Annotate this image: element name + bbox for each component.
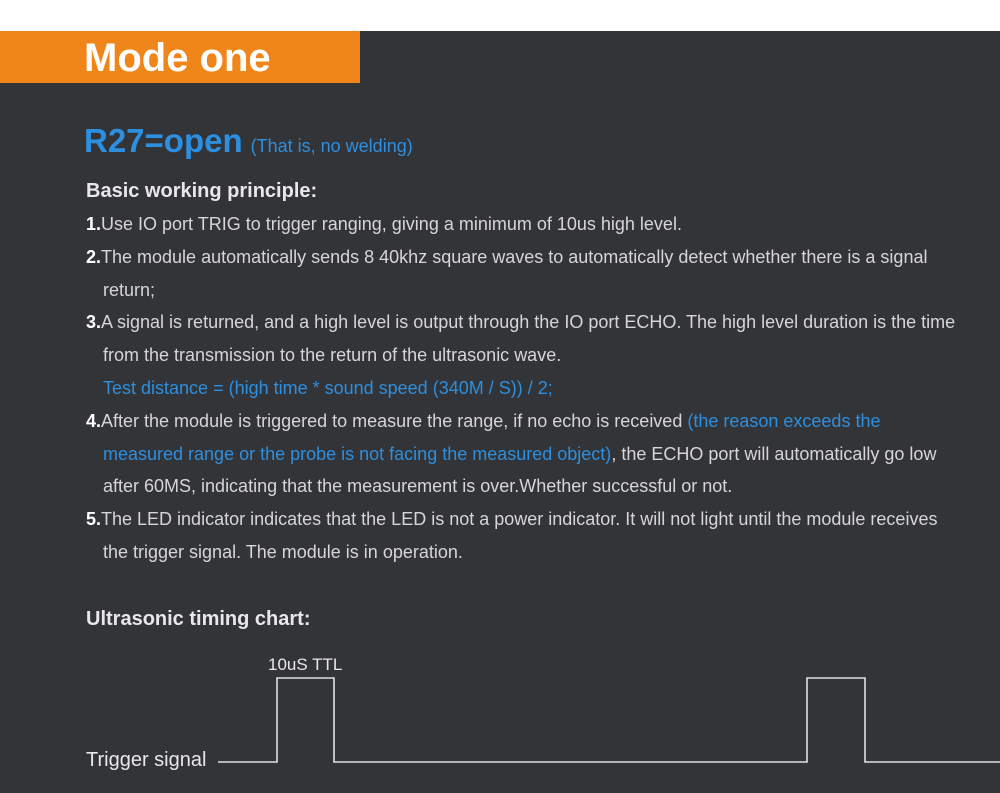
timing-chart-title: Ultrasonic timing chart: xyxy=(86,608,311,630)
item-text: Use IO port TRIG to trigger ranging, giv… xyxy=(101,214,682,234)
item-text: A signal is returned, and a high level i… xyxy=(101,312,956,366)
content-panel: Mode one R27=open (That is, no welding) B… xyxy=(0,31,1000,793)
item-number: 1. xyxy=(86,214,102,234)
resistor-heading: R27=open (That is, no welding) xyxy=(84,119,413,163)
principle-title: Basic working principle: xyxy=(86,180,318,202)
resistor-note: (That is, no welding) xyxy=(250,136,413,156)
distance-formula: Test distance = (high time * sound speed… xyxy=(103,377,553,398)
item-number: 3. xyxy=(86,312,102,333)
timing-chart: 10uS TTL Trigger signal xyxy=(0,641,1000,793)
item-text: The LED indicator indicates that the LED… xyxy=(101,509,938,562)
principle-item-4: 4.After the module is triggered to measu… xyxy=(86,405,956,503)
item-number: 2. xyxy=(86,246,102,267)
trigger-wave-line xyxy=(218,677,1000,763)
item-text: , the ECHO port will automatically go lo… xyxy=(103,443,937,497)
item-number: 4. xyxy=(86,410,102,431)
mode-banner xyxy=(0,31,360,83)
item-highlight: (the reason exceeds the measured range o… xyxy=(103,410,881,464)
mode-title: Mode one xyxy=(84,36,271,80)
trigger-waveform xyxy=(218,677,1000,763)
item-number: 5. xyxy=(86,509,102,530)
pulse-label: 10uS TTL xyxy=(268,655,343,674)
principle-item-5: 5.The LED indicator indicates that the L… xyxy=(86,503,956,569)
principle-item-2: 2.The module automatically sends 8 40khz… xyxy=(86,241,956,307)
principle-item-3: 3.A signal is returned, and a high level… xyxy=(86,306,956,372)
item-text: After the module is triggered to measure… xyxy=(101,410,688,431)
trigger-signal-label: Trigger signal xyxy=(86,749,207,771)
resistor-setting: R27=open xyxy=(84,122,243,159)
item-text: The module automatically sends 8 40khz s… xyxy=(101,246,928,300)
principle-item-1: 1.Use IO port TRIG to trigger ranging, g… xyxy=(86,208,956,241)
principle-list: 1.Use IO port TRIG to trigger ranging, g… xyxy=(86,208,956,569)
